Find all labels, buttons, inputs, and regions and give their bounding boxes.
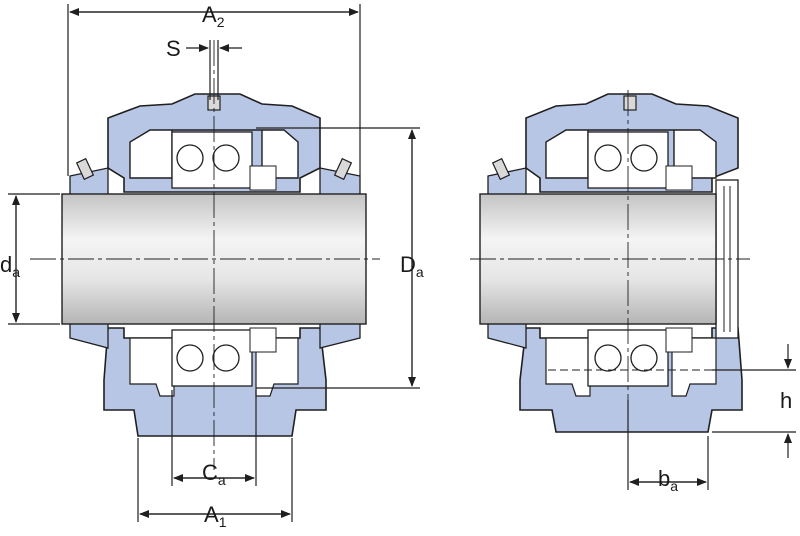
label-ca: Ca [202, 460, 226, 488]
left-view [30, 40, 380, 470]
label-da-right: Da [400, 252, 424, 280]
label-ba: ba [658, 466, 678, 494]
dimension-lines [8, 4, 796, 522]
label-h: h [780, 388, 792, 413]
label-s: S [166, 36, 181, 61]
label-a2: A2 [202, 2, 225, 30]
label-da-left: da [0, 252, 20, 280]
label-a1: A1 [204, 502, 227, 530]
right-view [470, 90, 750, 470]
dimension-labels: A2 S da Da Ca A1 ba h [0, 2, 792, 530]
